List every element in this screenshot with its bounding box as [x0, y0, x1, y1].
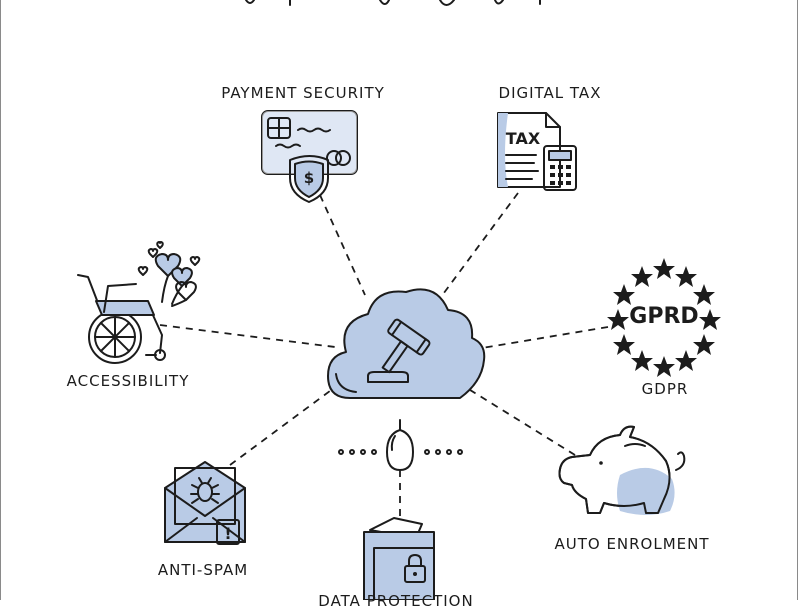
connector-digital-tax [434, 192, 519, 306]
label-payment-security: PAYMENT SECURITY [221, 84, 385, 102]
tax-glyph: TAX [506, 129, 541, 148]
label-gdpr: GDPR [641, 380, 689, 398]
connector-payment-security [319, 194, 366, 296]
cloud-gavel-icon [327, 288, 486, 399]
connector-auto-enrolment [461, 384, 576, 456]
connector-anti-spam [229, 384, 339, 466]
label-anti-spam: ANTI-SPAM [157, 561, 249, 579]
shield-glyph: $ [304, 169, 314, 187]
alert-glyph: ! [224, 524, 231, 543]
connector-accessibility [159, 324, 336, 348]
label-auto-enrolment: AUTO ENROLMENT [554, 535, 710, 553]
connector-gdpr [469, 326, 609, 351]
folder-padlock-icon [338, 419, 463, 600]
envelope-bug-icon: ! [164, 461, 246, 545]
eu-stars-badge-icon: GPRD [607, 258, 721, 377]
connectors [159, 192, 609, 520]
credit-card-shield-icon: $ [261, 110, 358, 203]
label-accessibility: ACCESSIBILITY [66, 372, 190, 390]
gdpr-badge-glyph: GPRD [629, 304, 698, 329]
label-data-protection: DATA PROTECTION [318, 592, 474, 610]
piggy-bank-icon [558, 425, 686, 515]
tax-document-calculator-icon: TAX [497, 112, 577, 191]
title-fragment [245, 0, 541, 6]
label-digital-tax: DIGITAL TAX [498, 84, 602, 102]
wheelchair-balloons-icon [77, 241, 201, 364]
